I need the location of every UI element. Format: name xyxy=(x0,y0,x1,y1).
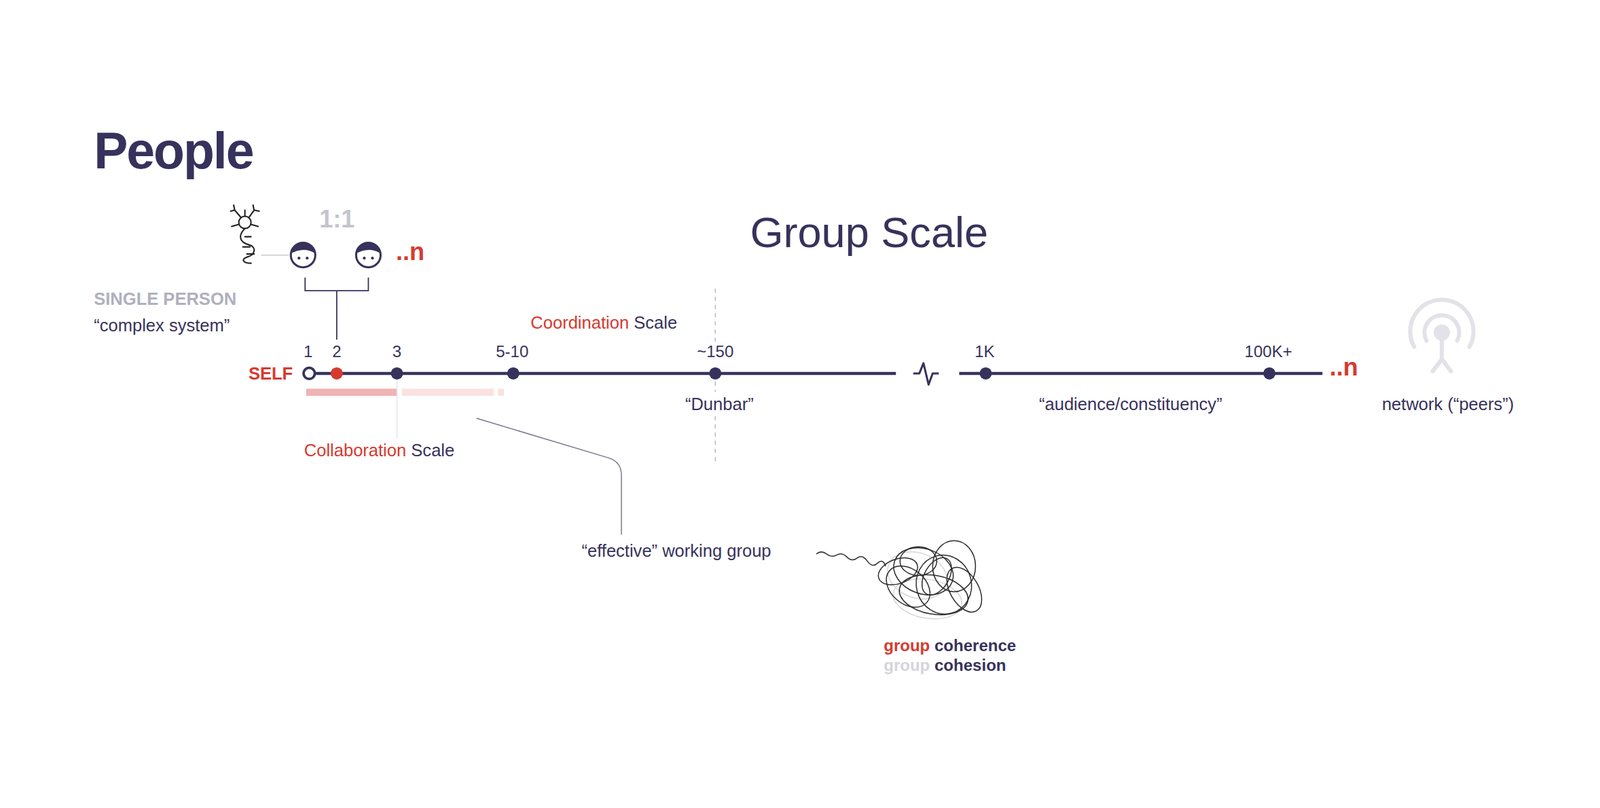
dunbar-dashed-line xyxy=(715,416,717,465)
scribble-loop xyxy=(909,548,978,621)
broadcast-icon xyxy=(1410,299,1474,372)
term-word: coherence xyxy=(934,637,1016,655)
self-dot xyxy=(303,368,316,380)
tick-label: 5-10 xyxy=(495,342,529,361)
person-face xyxy=(355,242,381,267)
collaboration-bar xyxy=(306,388,398,396)
scale-name: Coordination xyxy=(530,313,629,333)
term-word: cohesion xyxy=(934,656,1007,674)
scribble-loop xyxy=(874,552,922,590)
broadcast-mast xyxy=(1432,338,1452,372)
scale-dot xyxy=(979,367,992,380)
more-marker: ..n xyxy=(1329,353,1359,381)
scribble-loop xyxy=(916,552,958,601)
more-marker: ..n xyxy=(395,238,425,266)
tick-label: 1K xyxy=(974,342,995,361)
icon-link xyxy=(261,254,290,257)
neuron-body xyxy=(239,216,252,229)
caption-note: “complex system” xyxy=(93,315,230,335)
collaboration-bar-light xyxy=(402,388,494,396)
scale-dot xyxy=(708,367,722,380)
face-hair xyxy=(356,242,381,253)
self-label: SELF xyxy=(248,364,293,384)
scale-note: “audience/constituency” xyxy=(1039,394,1223,414)
scale-note: network (“peers”) xyxy=(1382,394,1514,414)
scribble-loop xyxy=(932,540,976,592)
neuron-myelin xyxy=(243,237,255,255)
leader-line xyxy=(476,418,622,535)
scale-dot xyxy=(390,367,403,380)
neuron-icon xyxy=(230,205,260,264)
axis-break xyxy=(913,363,940,386)
face-eye xyxy=(297,256,301,260)
scribble-loop xyxy=(880,543,954,608)
scale-note: “Dunbar” xyxy=(685,394,754,414)
collaboration-bar-tail xyxy=(497,388,504,396)
person-face xyxy=(290,242,316,267)
face-eye xyxy=(370,256,374,260)
term-prefix: group xyxy=(883,656,930,674)
caption-heading: SINGLE PERSON xyxy=(93,289,237,309)
page-title: People xyxy=(93,122,253,180)
callout-label: “effective” working group xyxy=(581,541,771,561)
scribble-loop xyxy=(899,546,937,576)
neuron-axon xyxy=(240,228,254,264)
scale-word: Scale xyxy=(633,313,678,333)
pair-bracket xyxy=(304,277,369,341)
face-eye xyxy=(362,256,366,260)
neuron-dendrites xyxy=(230,205,260,227)
scale-dot xyxy=(1263,367,1276,380)
scale-dot xyxy=(507,367,520,380)
ratio-label: 1:1 xyxy=(319,205,355,233)
dunbar-dashed-line xyxy=(715,381,717,392)
tick-label: 2 xyxy=(332,342,341,361)
tick-label: 3 xyxy=(392,342,402,361)
guide-line xyxy=(396,379,398,439)
dunbar-dashed-line xyxy=(715,288,717,342)
face-outline xyxy=(290,243,316,268)
squiggle-line xyxy=(816,552,886,567)
face-eye xyxy=(305,256,309,260)
scribble-loop xyxy=(939,561,989,618)
scale-name: Collaboration xyxy=(304,440,407,460)
scale-dot xyxy=(330,367,343,380)
tick-label: 100K+ xyxy=(1244,342,1293,361)
scribble xyxy=(874,539,989,621)
face-outline xyxy=(355,243,381,268)
face-hair xyxy=(291,242,316,253)
tick-label: ~150 xyxy=(696,342,734,361)
scale-word: Scale xyxy=(410,440,455,460)
term-prefix: group xyxy=(883,637,930,655)
section-heading: Group Scale xyxy=(749,209,989,257)
tick-label: 1 xyxy=(303,342,313,361)
